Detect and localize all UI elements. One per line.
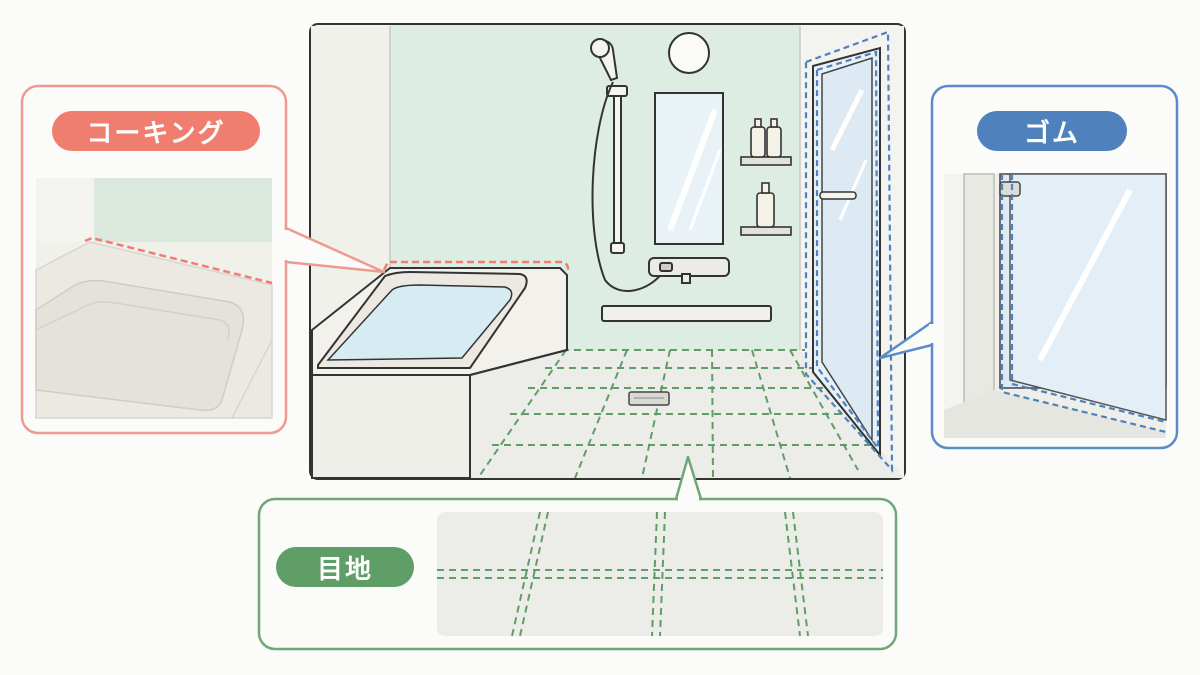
caulking-label: コーキング [52,111,260,151]
bath-shelf [602,306,771,321]
rubber-label: ゴム [977,111,1127,151]
caulking-detail-image [36,178,272,418]
bathroom-scene [310,24,905,479]
ceiling-light-icon [669,33,709,73]
grout-detail-image [437,512,883,636]
door-handle-icon [820,192,856,199]
rubber-detail-image [944,174,1166,438]
grout-label: 目地 [276,547,414,587]
mirror-icon [655,93,723,244]
